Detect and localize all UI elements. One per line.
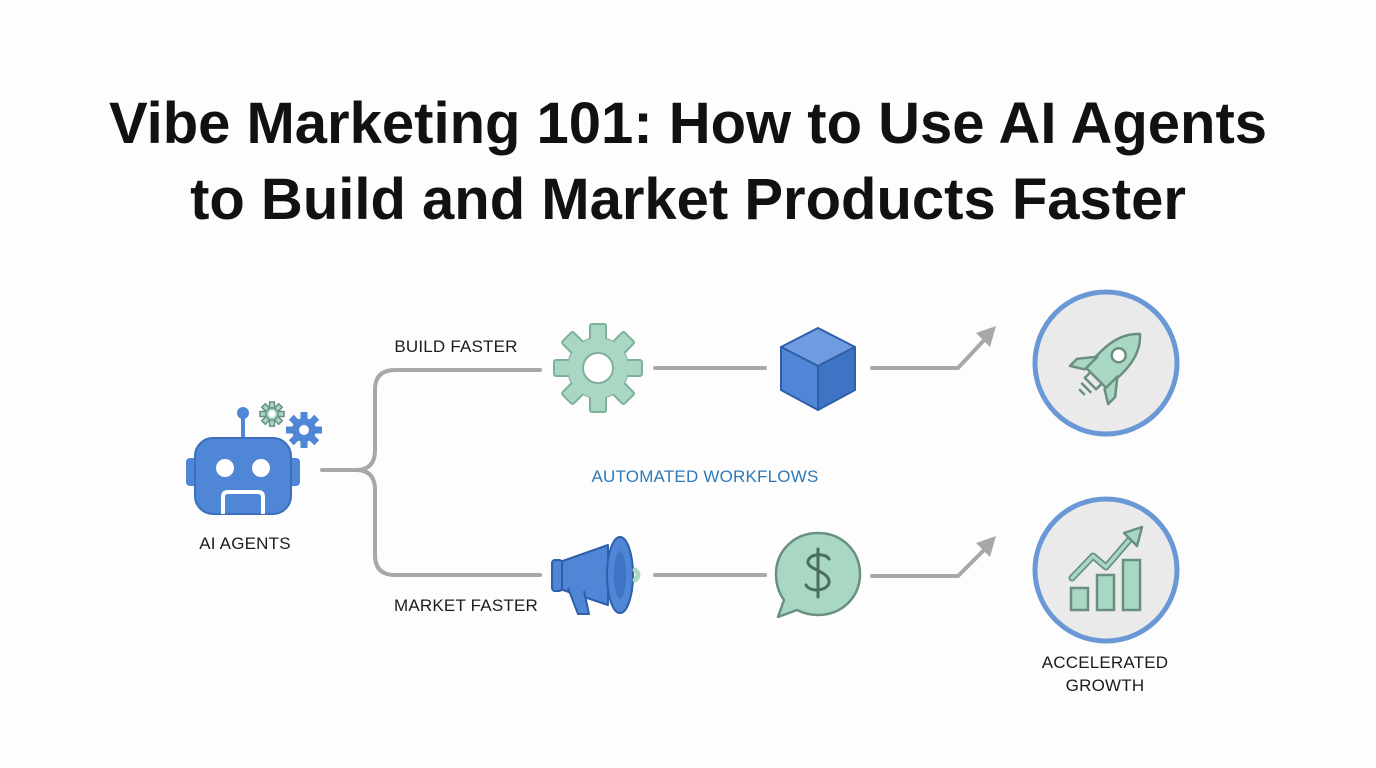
page-title: Vibe Marketing 101: How to Use AI Agents…: [0, 86, 1376, 238]
robot-icon: [186, 407, 300, 515]
dollar-chat-icon: [774, 531, 862, 619]
build-faster-label: BUILD FASTER: [394, 337, 517, 356]
market-faster-label: MARKET FASTER: [394, 596, 538, 615]
build-branch-connector: [354, 368, 542, 472]
title-line-1: Vibe Marketing 101: How to Use AI Agents: [108, 91, 1268, 156]
gear-icon: [553, 323, 643, 413]
cube-icon: [780, 327, 856, 411]
build-arrow-head: [976, 326, 996, 347]
market-branch-connector: [354, 468, 542, 577]
accelerated-growth-label-line2: GROWTH: [1066, 676, 1145, 695]
build-growth-arrow: [870, 334, 990, 370]
automated-workflows-label: AUTOMATED WORKFLOWS: [591, 467, 818, 486]
growth-chart-icon: [1068, 525, 1144, 612]
connectors: [320, 334, 990, 578]
market-growth-arrow: [870, 544, 990, 578]
market-arrow-head: [976, 536, 996, 557]
gears-icon: [259, 401, 322, 448]
accelerated-growth-label-line1: ACCELERATED: [1042, 653, 1169, 672]
megaphone-icon: [551, 536, 641, 615]
ai-agents-label: AI AGENTS: [199, 534, 291, 553]
rocket-icon: [1068, 332, 1142, 406]
title-line-2: to Build and Market Products Faster: [190, 167, 1186, 232]
